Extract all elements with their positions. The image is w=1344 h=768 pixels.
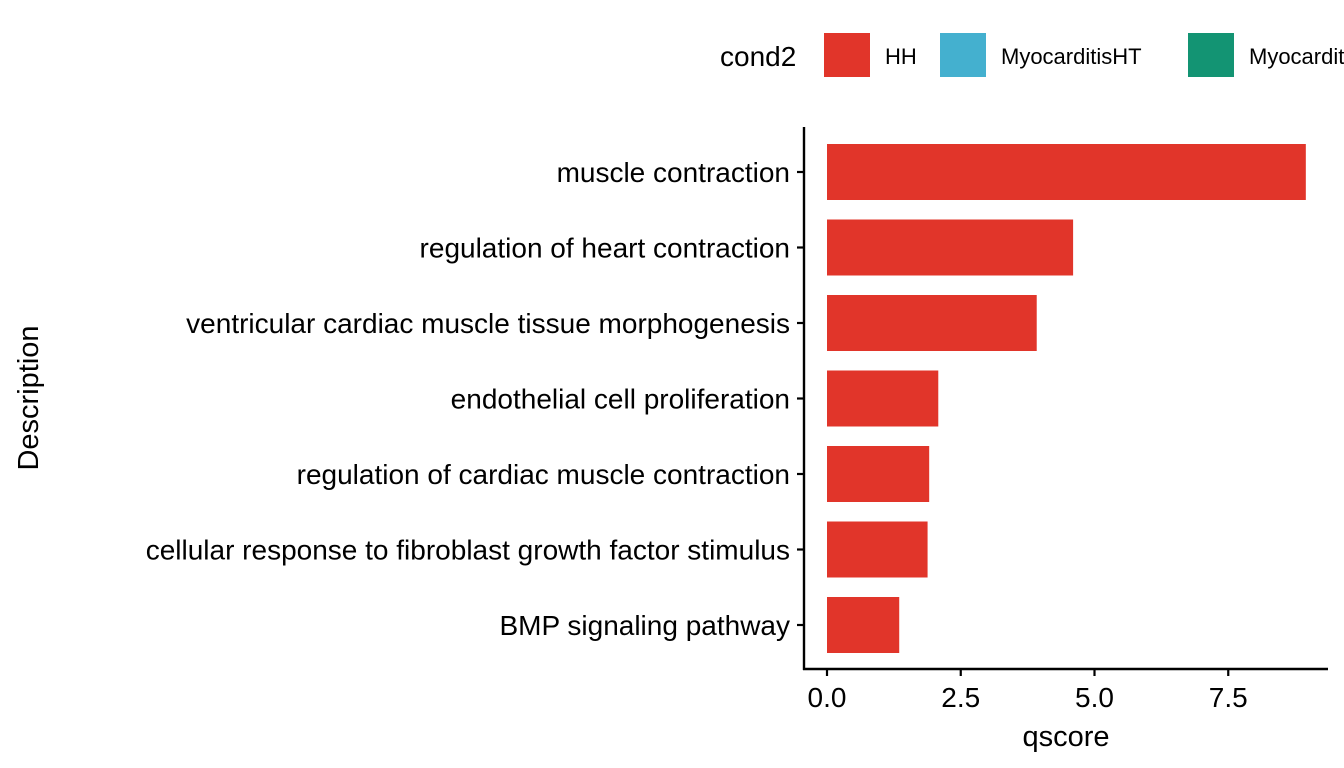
bar xyxy=(827,446,930,502)
legend-key xyxy=(940,33,986,77)
bar xyxy=(827,597,900,653)
legend-label: Myocarditis xyxy=(1249,44,1344,69)
x-tick-label: 7.5 xyxy=(1209,682,1248,713)
y-tick-label: endothelial cell proliferation xyxy=(451,384,790,415)
bar xyxy=(827,370,939,427)
bars xyxy=(827,144,1306,653)
legend-key xyxy=(1188,33,1234,77)
y-axis: muscle contraction regulation of heart co… xyxy=(146,127,806,670)
x-axis-title: qscore xyxy=(1022,721,1109,753)
bar xyxy=(827,219,1074,276)
bar xyxy=(827,295,1037,351)
y-tick-label: cellular response to fibroblast growth f… xyxy=(146,535,790,566)
y-tick-label: muscle contraction xyxy=(557,157,790,188)
legend-label: MyocarditisHT xyxy=(1001,44,1142,69)
x-axis: 0.0 2.5 5.0 7.5 xyxy=(803,667,1328,713)
legend-key xyxy=(824,33,870,77)
y-tick-label: ventricular cardiac muscle tissue morpho… xyxy=(186,308,790,339)
y-tick-label: regulation of cardiac muscle contraction xyxy=(297,459,790,490)
bar xyxy=(827,521,928,578)
y-axis-title: Description xyxy=(13,325,45,470)
legend-entries: HH MyocarditisHT Myocarditis xyxy=(824,33,1344,77)
bar xyxy=(827,144,1306,200)
y-tick-label: regulation of heart contraction xyxy=(420,233,790,264)
x-tick-label: 5.0 xyxy=(1075,682,1114,713)
y-tick-label: BMP signaling pathway xyxy=(499,610,790,641)
x-tick-label: 0.0 xyxy=(808,682,847,713)
legend: cond2 HH MyocarditisHT Myocarditis xyxy=(720,33,1344,77)
legend-title: cond2 xyxy=(720,41,796,72)
legend-label: HH xyxy=(885,44,917,69)
x-tick-label: 2.5 xyxy=(941,682,980,713)
